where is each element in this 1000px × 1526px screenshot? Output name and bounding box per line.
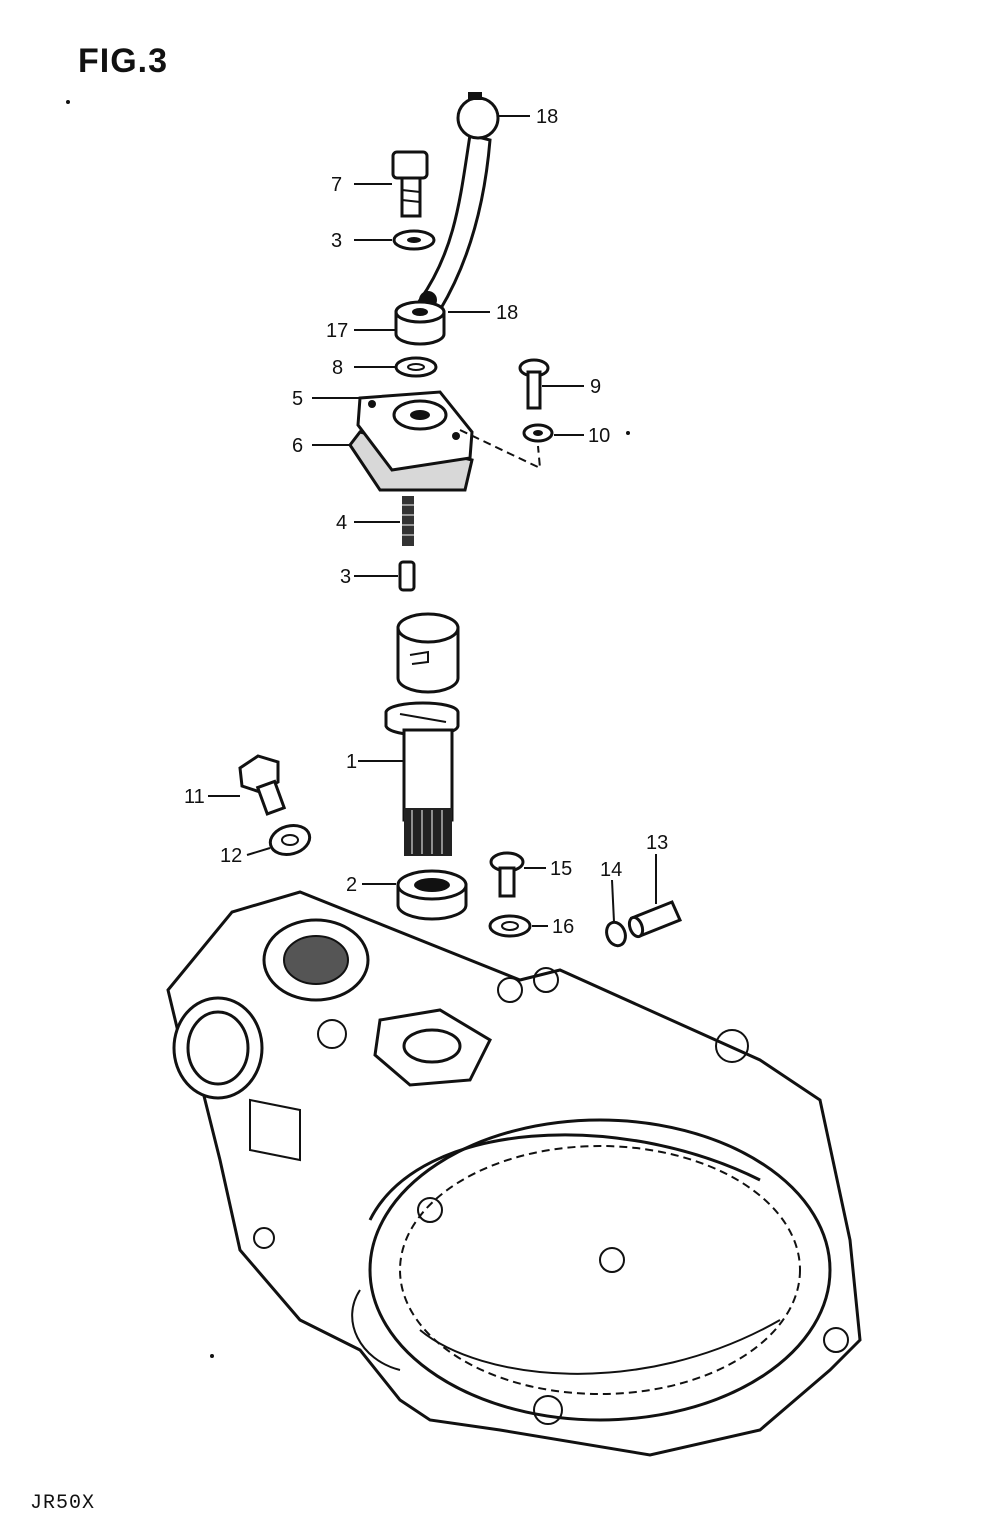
figure-title: FIG.3 — [78, 42, 169, 80]
washer-part-12 — [268, 824, 312, 856]
washer-part-8 — [394, 356, 438, 378]
callout-2: 2 — [346, 874, 357, 896]
bolt-part-7 — [391, 150, 429, 218]
sleeve-part-13 — [627, 900, 683, 939]
dashed-guide-lines — [459, 429, 542, 470]
shaft-part-1 — [384, 701, 460, 856]
spring-part-4 — [402, 496, 414, 546]
callout-3-mid: 3 — [340, 566, 351, 588]
washer-part-16 — [488, 914, 532, 938]
callout-labels: 18 7 3 18 17 8 9 5 10 6 4 3 1 11 13 12 1… — [184, 106, 668, 938]
callout-11: 11 — [184, 786, 205, 808]
banjo-part-17 — [394, 300, 446, 346]
callout-10: 10 — [588, 425, 610, 447]
hose-part-18 — [417, 92, 500, 312]
callout-1: 1 — [346, 751, 357, 773]
callout-13: 13 — [646, 832, 668, 854]
callout-3-top: 3 — [331, 230, 342, 252]
ring-part-14 — [605, 920, 627, 948]
washer-part-10 — [522, 423, 554, 443]
callout-18-mid: 18 — [496, 302, 518, 324]
callout-14: 14 — [600, 859, 622, 881]
seal-part-2 — [396, 869, 468, 921]
callout-15: 15 — [550, 858, 572, 880]
model-code: JR50X — [30, 1492, 96, 1515]
screw-part-15 — [489, 851, 525, 898]
pin-part-3 — [398, 560, 416, 592]
callout-6: 6 — [292, 435, 303, 457]
leader-lines — [208, 115, 657, 927]
crankcase-cover — [166, 890, 862, 1457]
callout-9: 9 — [590, 376, 601, 398]
washer-part-3 — [392, 229, 436, 251]
callout-18-top: 18 — [536, 106, 558, 128]
callout-17: 17 — [326, 320, 348, 342]
callout-4: 4 — [336, 512, 347, 534]
callout-12: 12 — [220, 845, 242, 867]
bolt-part-11 — [238, 754, 287, 816]
screw-part-9 — [518, 358, 550, 410]
callout-16: 16 — [552, 916, 574, 938]
callout-5: 5 — [292, 388, 303, 410]
callout-7: 7 — [331, 174, 342, 196]
cover-part-5 — [348, 390, 474, 492]
callout-8: 8 — [332, 357, 343, 379]
pump-body — [396, 612, 460, 694]
